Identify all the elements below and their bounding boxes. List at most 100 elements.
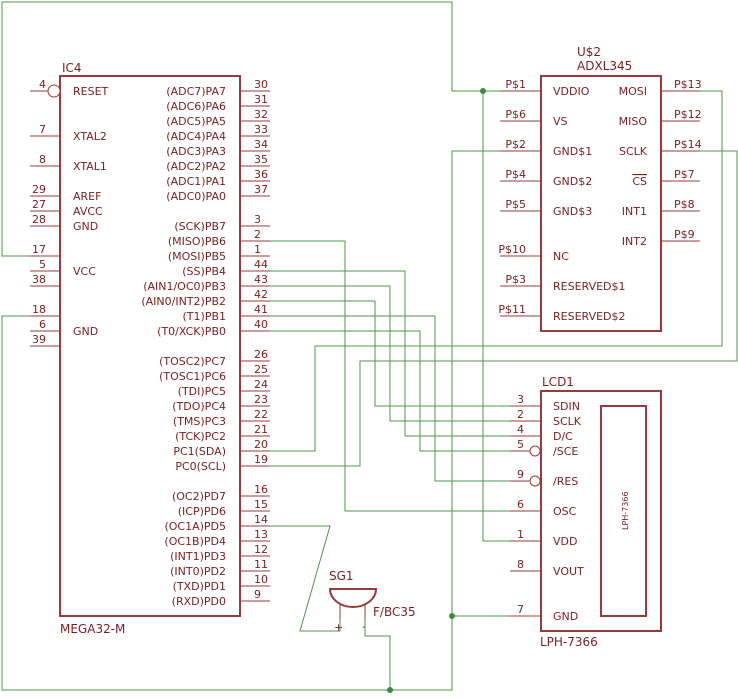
ic4-pin-42[interactable]: 42 (AIN0/INT2)PB2 — [141, 288, 270, 308]
lcd1-display — [600, 405, 647, 617]
ic4-pin-21[interactable]: 21(TCK)PC2 — [175, 423, 270, 443]
ic4-value: MEGA32-M — [60, 622, 125, 636]
ic4-pin-2[interactable]: 2(MISO)PB6 — [168, 228, 270, 248]
adxl345-ref: U$2 — [577, 45, 601, 59]
pin-label: VOUT — [553, 565, 584, 578]
pin-label: (AIN1/OC0)PB3 — [143, 280, 226, 293]
pin-number: P$7 — [674, 168, 695, 181]
ic4-pin-25[interactable]: 25(TOSC1)PC6 — [159, 363, 270, 383]
adxl345-pin-P$7[interactable]: P$7CS — [632, 168, 700, 188]
pin-label: SCLK — [553, 415, 582, 428]
ic4-pin-38[interactable]: 38 — [30, 273, 60, 287]
ic4-pin-44[interactable]: 44(SS)PB4 — [182, 258, 270, 278]
pin-number: 42 — [254, 288, 268, 301]
adxl345-component[interactable]: U$2 ADXL345 P$1VDDIOP$6VSP$2GND$1P$4GND$… — [498, 45, 702, 332]
ic4-pin-3[interactable]: 3(SCK)PB7 — [174, 213, 270, 233]
pin-number: 43 — [254, 273, 268, 286]
ic4-pin-26[interactable]: 26 (TOSC2)PC7 — [159, 348, 270, 368]
lcd1-pin-4[interactable]: 4D/C — [510, 423, 573, 443]
pin-number: 34 — [254, 138, 268, 151]
ic4-pin-11[interactable]: 11(INT0)PD2 — [170, 558, 270, 578]
ic4-pin-18[interactable]: 18 — [30, 303, 60, 317]
pin-number: 9 — [517, 468, 524, 481]
lcd1-component[interactable]: LPH-7366 LCD1 LPH-7366 3SDIN2SCLK4D/C5/S… — [510, 375, 662, 649]
pin-number: 20 — [254, 438, 268, 451]
ic4-pin-12[interactable]: 12(INT1)PD3 — [170, 543, 270, 563]
pin-label: (AIN0/INT2)PB2 — [141, 295, 226, 308]
pin-number: P$1 — [505, 78, 526, 91]
ic4-pin-24[interactable]: 24(TDI)PC5 — [178, 378, 270, 398]
pin-label: INT2 — [622, 235, 647, 248]
ic4-pin-32[interactable]: 32(ADC5)PA5 — [166, 108, 270, 128]
ic4-pin-13[interactable]: 13(OC1B)PD4 — [164, 528, 270, 548]
ic4-pin-10[interactable]: 10(TXD)PD1 — [173, 573, 270, 593]
pin-label: (TDO)PC4 — [172, 400, 226, 413]
ic4-pin-43[interactable]: 43 (AIN1/OC0)PB3 — [143, 273, 270, 293]
pin-label: (ADC0)PA0 — [166, 190, 226, 203]
pin-number: 41 — [254, 303, 268, 316]
ic4-pin-39[interactable]: 39 — [30, 333, 60, 347]
pin-label: (TOSC2)PC7 — [159, 355, 226, 368]
lcd1-pin-9[interactable]: 9/RES — [510, 468, 578, 488]
ic4-component[interactable]: IC4 MEGA32-M 4RESET7XTAL28XTAL129AREF27A… — [30, 61, 270, 636]
ic4-pin-36[interactable]: 36(ADC1)PA1 — [166, 168, 270, 188]
ic4-pin-33[interactable]: 33(ADC4)PA4 — [166, 123, 270, 143]
sg1-buzzer-component[interactable]: SG1 F/BC35 + - — [328, 569, 416, 634]
ic4-pin-41[interactable]: 41(T1)PB1 — [183, 303, 270, 323]
ic4-pin-22[interactable]: 22(TMS)PC3 — [173, 408, 270, 428]
net-buzzer-minus — [364, 620, 391, 690]
ic4-pin-35[interactable]: 35(ADC2)PA2 — [166, 153, 270, 173]
ic4-pin-40[interactable]: 40(T0/XCK)PB0 — [157, 318, 270, 338]
lcd1-value: LPH-7366 — [540, 635, 598, 649]
ic4-pin-17[interactable]: 17 — [30, 243, 60, 257]
pin-label: AREF — [73, 190, 101, 203]
pin-number: 26 — [254, 348, 268, 361]
ic4-pin-14[interactable]: 14(OC1A)PD5 — [164, 513, 270, 533]
ic4-pin-23[interactable]: 23(TDO)PC4 — [172, 393, 270, 413]
ic4-pin-37[interactable]: 37(ADC0)PA0 — [166, 183, 270, 203]
pin-number: P$10 — [498, 243, 526, 256]
lcd1-body — [540, 390, 662, 632]
ic4-pin-1[interactable]: 1(MOSI)PB5 — [168, 243, 270, 263]
pin-label: SDIN — [553, 400, 580, 413]
pin-number: 16 — [254, 483, 268, 496]
ic4-pin-30[interactable]: 30(ADC7)PA7 — [166, 78, 270, 98]
adxl345-pin-P$6[interactable]: P$6VS — [500, 108, 568, 128]
ic4-pin-16[interactable]: 16(OC2)PD7 — [172, 483, 270, 503]
ic4-pin-34[interactable]: 34(ADC3)PA3 — [166, 138, 270, 158]
sg1-minus-sign: - — [362, 620, 366, 633]
ic4-pin-15[interactable]: 15(ICP)PD6 — [178, 498, 270, 518]
pin-label: (SCK)PB7 — [174, 220, 226, 233]
ic4-pin-31[interactable]: 31(ADC6)PA6 — [166, 93, 270, 113]
ic4-pin-9[interactable]: 9(RXD)PD0 — [172, 588, 270, 608]
lcd1-pin-5[interactable]: 5/SCE — [510, 438, 578, 458]
